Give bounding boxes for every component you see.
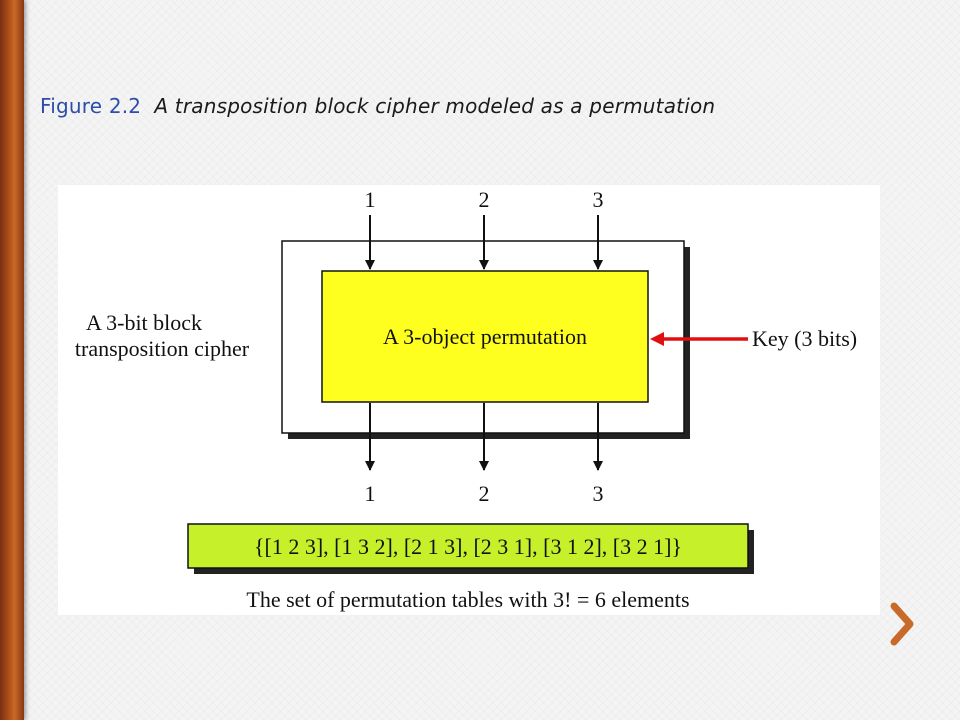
next-slide-button[interactable] xyxy=(884,600,920,648)
figure-label: Figure 2.2 xyxy=(40,94,142,118)
input-label-3: 3 xyxy=(593,187,604,212)
input-label-1: 1 xyxy=(365,187,376,212)
figure-caption: A transposition block cipher modeled as … xyxy=(154,94,716,118)
permutation-box xyxy=(321,270,649,403)
permutation-label: A 3-object permutation xyxy=(383,324,587,349)
key-arrow-head xyxy=(650,332,664,346)
decorative-side-bar xyxy=(0,0,24,720)
slide-title: Figure 2.2 A transposition block cipher … xyxy=(40,90,920,122)
permutation-set-caption: The set of permutation tables with 3! = … xyxy=(246,587,689,612)
cipher-label-line2: transposition cipher xyxy=(75,336,250,361)
figure-panel: 1 2 3 1 2 3 A 3-object permutation A 3-b… xyxy=(58,185,880,615)
output-label-1: 1 xyxy=(365,481,376,506)
input-label-2: 2 xyxy=(479,187,490,212)
cipher-label-line1: A 3-bit block xyxy=(86,310,202,335)
cipher-diagram: 1 2 3 1 2 3 A 3-object permutation A 3-b… xyxy=(75,187,857,612)
key-label: Key (3 bits) xyxy=(752,326,857,351)
permutation-set-box xyxy=(187,523,749,569)
output-label-2: 2 xyxy=(479,481,490,506)
output-label-3: 3 xyxy=(593,481,604,506)
permutation-set: {[1 2 3], [1 3 2], [2 1 3], [2 3 1], [3 … xyxy=(254,534,682,559)
chevron-right-icon[interactable] xyxy=(884,600,920,648)
